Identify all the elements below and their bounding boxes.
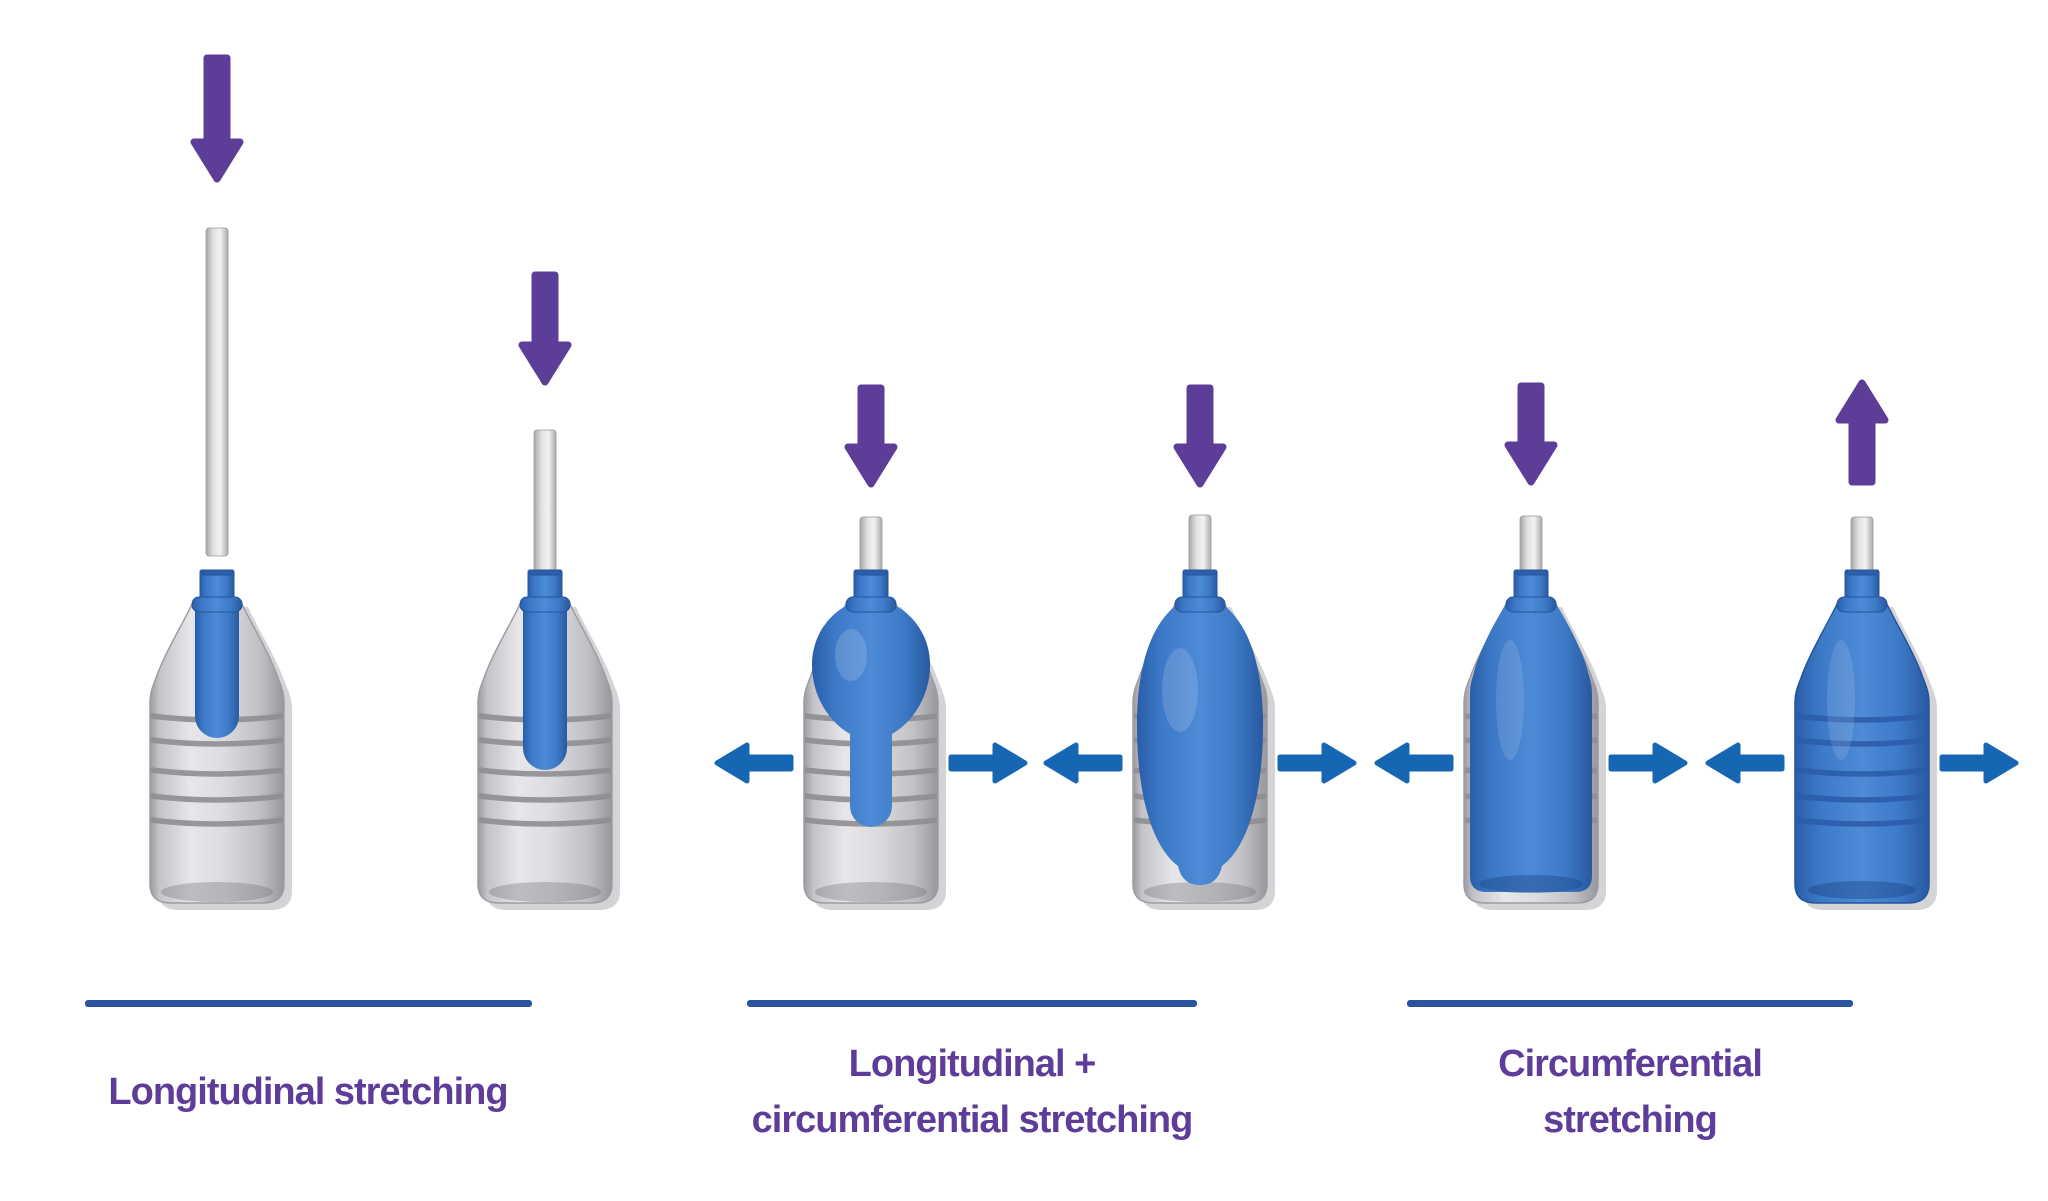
bottle-group-5 — [1377, 382, 1685, 910]
preform-neck-cap — [519, 569, 571, 613]
preform-neck-cap — [845, 569, 897, 613]
preform-tube — [195, 602, 239, 738]
bottle-group-3 — [717, 384, 1025, 910]
stage2-label-line2: circumferential stretching — [751, 1099, 1194, 1141]
down-arrow-icon — [190, 54, 244, 183]
preform-neck-cap — [1505, 569, 1557, 613]
down-arrow-icon — [1173, 384, 1227, 488]
preform-neck-cap — [1174, 569, 1226, 613]
preform-neck-cap — [191, 569, 243, 613]
stage3-label-line1: Circumferential — [1498, 1043, 1763, 1085]
down-arrow-icon — [844, 384, 898, 488]
preform-tube — [523, 602, 567, 770]
stage2-label-line1: Longitudinal + — [848, 1043, 1097, 1085]
preform-neck-cap — [1836, 569, 1888, 613]
stage3-label: Circumferential stretching — [1320, 1036, 1940, 1148]
mold-bottom-shade — [1144, 882, 1256, 902]
highlight — [1496, 640, 1524, 760]
stage3-divider — [1407, 1000, 1853, 1007]
stage1-divider — [85, 1000, 532, 1007]
stage1-label: Longitudinal stretching — [0, 1036, 618, 1148]
bottle-group-6 — [1708, 379, 2016, 910]
stage2-label: Longitudinal + circumferential stretchin… — [662, 1036, 1282, 1148]
mold-bottom-shade — [815, 882, 927, 902]
formed-bottle-body — [1470, 602, 1592, 892]
formed-bottle — [1794, 599, 1930, 904]
mold-bottom-shade — [161, 882, 273, 902]
stage3-label-line2: stretching — [1543, 1099, 1718, 1141]
highlight — [1162, 648, 1198, 732]
stretch-rod — [205, 227, 229, 557]
mold-bottom-shade — [489, 882, 601, 902]
bottle-group-1 — [150, 54, 292, 910]
stretch-rod — [533, 429, 557, 585]
bottle-group-4 — [1046, 384, 1354, 910]
down-arrow-icon — [1504, 382, 1558, 486]
bottle-group-2 — [478, 271, 620, 910]
highlight — [835, 629, 867, 681]
bottle-bottom-shade — [1479, 875, 1583, 893]
stage2-divider — [747, 1000, 1197, 1007]
down-arrow-icon — [518, 271, 572, 386]
up-arrow-icon — [1835, 379, 1889, 486]
bottle-bottom-shade — [1808, 881, 1916, 899]
highlight — [1827, 640, 1855, 760]
stage1-label-line: Longitudinal stretching — [108, 1071, 508, 1113]
